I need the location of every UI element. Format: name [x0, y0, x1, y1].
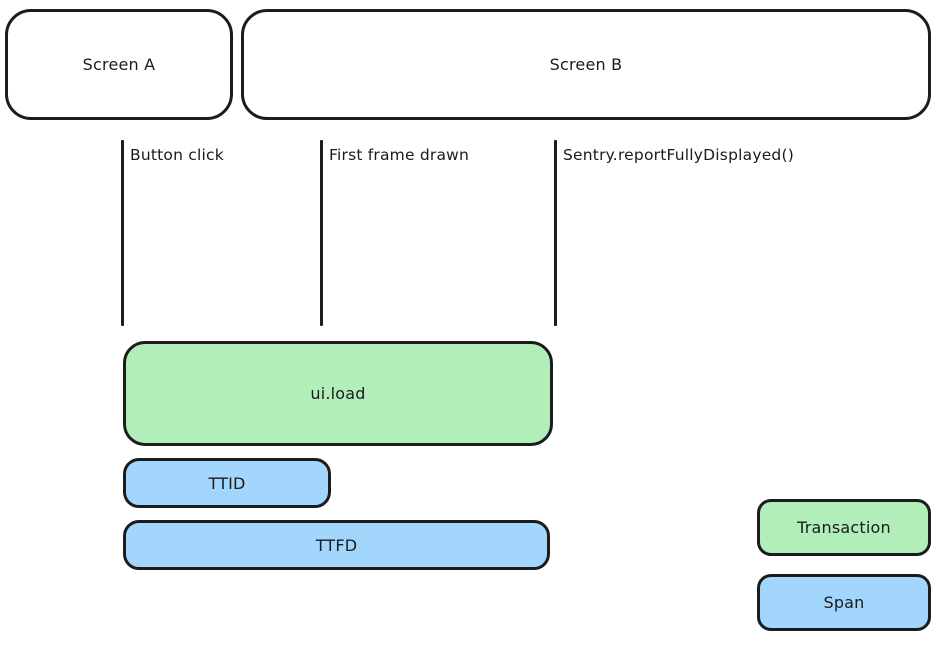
timeline-bar-ttid: TTID: [123, 458, 331, 508]
screen-box-b: Screen B: [241, 9, 931, 120]
legend-transaction-label: Transaction: [797, 518, 891, 537]
marker-tick-icon: [320, 140, 323, 326]
screen-box-a: Screen A: [5, 9, 233, 120]
marker-label-first-frame-drawn: First frame drawn: [329, 146, 470, 164]
timeline-bar-ui-load-label: ui.load: [310, 384, 366, 403]
timeline-bar-ui-load: ui.load: [123, 341, 553, 446]
legend-span-label: Span: [823, 593, 865, 612]
marker-label-report-fully-displayed: Sentry.reportFullyDisplayed(): [563, 146, 794, 164]
screen-b-label: Screen B: [549, 55, 623, 74]
marker-label-button-click: Button click: [130, 146, 224, 164]
timeline-bar-ttfd: TTFD: [123, 520, 550, 570]
marker-tick-icon: [121, 140, 124, 326]
marker-tick-icon: [554, 140, 557, 326]
screen-a-label: Screen A: [82, 55, 156, 74]
timeline-bar-ttid-label: TTID: [208, 473, 246, 493]
timeline-bar-ttfd-label: TTFD: [315, 535, 358, 555]
legend-item-span: Span: [757, 574, 931, 631]
legend-item-transaction: Transaction: [757, 499, 931, 556]
